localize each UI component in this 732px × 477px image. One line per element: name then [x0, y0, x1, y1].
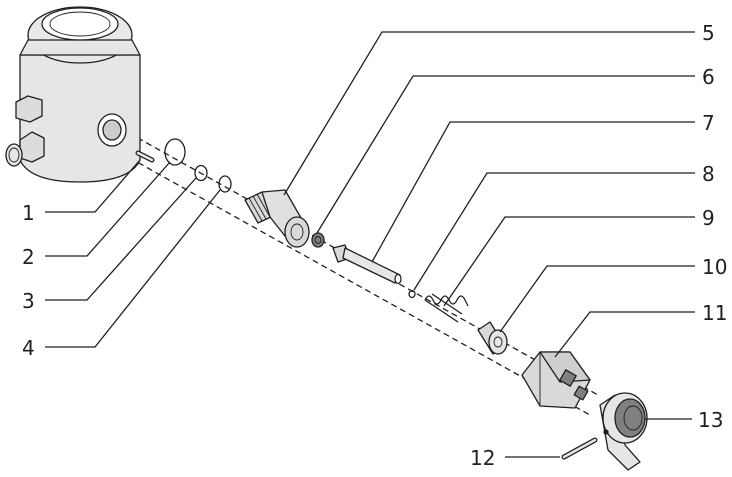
callout-12: 12 [470, 446, 495, 470]
nipple-fitting [5, 131, 45, 167]
part-6-seal [311, 232, 325, 248]
part-2-o-ring [164, 138, 186, 166]
callout-5: 5 [702, 21, 715, 45]
callout-10: 10 [702, 255, 727, 279]
part-10-bushing [477, 321, 508, 355]
part-3-washer [194, 164, 208, 182]
callout-2: 2 [22, 245, 35, 269]
part-8-ring [408, 289, 416, 299]
callout-13: 13 [698, 408, 723, 432]
valve-housing [5, 6, 141, 183]
part-4-retaining-ring [218, 175, 232, 193]
part-7-needle [332, 244, 402, 285]
callout-1: 1 [22, 201, 35, 225]
part-11-cam-base [521, 351, 591, 409]
part-13-handle [599, 392, 648, 471]
part-9-spring [424, 293, 469, 323]
callout-3: 3 [22, 289, 35, 313]
part-1-pin [135, 150, 155, 163]
part-12-pin [561, 437, 598, 460]
callout-labels: 1 2 3 4 5 6 7 8 9 10 11 12 13 [22, 21, 727, 470]
callout-6: 6 [702, 65, 715, 89]
callout-11: 11 [702, 301, 727, 325]
callout-4: 4 [22, 336, 35, 360]
callout-7: 7 [702, 111, 715, 135]
part-5-valve-seat [244, 189, 310, 248]
callout-9: 9 [702, 206, 715, 230]
leader-lines [45, 31, 695, 458]
callout-8: 8 [702, 162, 715, 186]
